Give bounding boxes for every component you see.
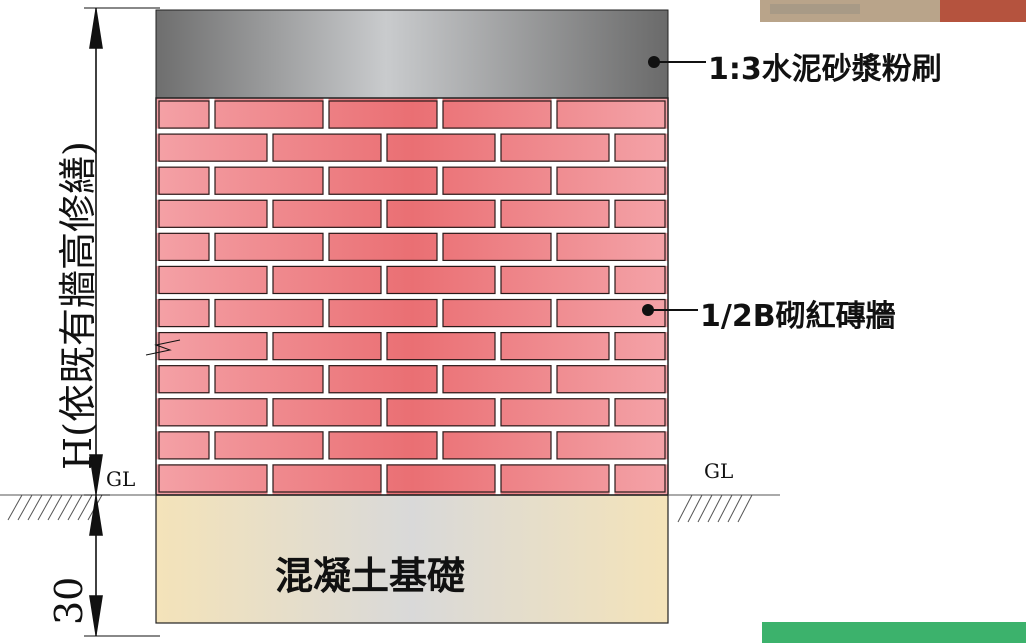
leader-plaster bbox=[648, 56, 706, 68]
brick bbox=[614, 265, 666, 295]
brick bbox=[500, 464, 610, 493]
brick-course bbox=[158, 298, 666, 328]
brick bbox=[214, 431, 324, 460]
brick bbox=[158, 199, 268, 228]
brick bbox=[328, 166, 438, 195]
brick bbox=[158, 100, 210, 129]
brick bbox=[386, 133, 496, 162]
brick bbox=[328, 100, 438, 129]
brick bbox=[158, 464, 268, 493]
brick bbox=[442, 298, 552, 328]
ground-line-right bbox=[668, 494, 780, 523]
brick bbox=[158, 265, 268, 295]
brick bbox=[556, 365, 666, 394]
brick-wall-label: 1/2B砌紅磚牆 bbox=[700, 299, 896, 334]
brick bbox=[614, 133, 666, 162]
height-dimension-label: H(依既有牆高修繕) bbox=[56, 141, 100, 470]
wall-outline bbox=[155, 97, 669, 496]
brick bbox=[158, 398, 268, 427]
brick bbox=[328, 365, 438, 394]
arrow-down-icon bbox=[89, 454, 103, 494]
brick bbox=[614, 464, 666, 493]
brick bbox=[614, 331, 666, 361]
base-dimension-label: 30 bbox=[47, 576, 91, 625]
ground-level-label-left: GL bbox=[106, 467, 136, 491]
ground-line-left bbox=[0, 494, 156, 521]
brick-course bbox=[158, 398, 666, 427]
brick-course bbox=[158, 464, 666, 493]
brick bbox=[272, 464, 382, 493]
brick bbox=[158, 133, 268, 162]
concrete-foundation bbox=[155, 494, 669, 624]
plaster-layer bbox=[155, 9, 669, 99]
brick bbox=[214, 100, 324, 129]
brick bbox=[158, 166, 210, 195]
brick bbox=[614, 398, 666, 427]
concrete-base-label: 混凝土基礎 bbox=[275, 554, 466, 598]
brick bbox=[272, 133, 382, 162]
brick-course bbox=[158, 365, 666, 394]
photo-fragment-top bbox=[760, 0, 1026, 22]
brick bbox=[214, 232, 324, 262]
brick bbox=[214, 298, 324, 328]
arrow-down-icon bbox=[89, 595, 103, 635]
brick bbox=[442, 100, 552, 129]
arrow-up-icon bbox=[89, 9, 103, 49]
brick bbox=[158, 365, 210, 394]
brick bbox=[442, 232, 552, 262]
brick bbox=[158, 431, 210, 460]
brick bbox=[272, 331, 382, 361]
brick bbox=[556, 431, 666, 460]
brick bbox=[328, 298, 438, 328]
brick bbox=[158, 232, 210, 262]
brick bbox=[386, 398, 496, 427]
photo-fragment-bottom bbox=[762, 622, 1026, 643]
brick bbox=[556, 298, 666, 328]
brick-course bbox=[158, 199, 666, 228]
brick bbox=[386, 199, 496, 228]
brick bbox=[328, 232, 438, 262]
brick bbox=[328, 431, 438, 460]
brick bbox=[500, 398, 610, 427]
ground-level-label-right: GL bbox=[704, 459, 734, 483]
mortar-joints bbox=[156, 98, 668, 495]
brick bbox=[556, 166, 666, 195]
brick bbox=[272, 199, 382, 228]
brick bbox=[500, 265, 610, 295]
arrow-up-icon bbox=[89, 496, 103, 536]
brick bbox=[158, 298, 210, 328]
brick bbox=[386, 331, 496, 361]
brick-course bbox=[158, 265, 666, 295]
brick-course bbox=[158, 100, 666, 129]
brick bbox=[272, 398, 382, 427]
brick-course bbox=[158, 232, 666, 262]
brick bbox=[442, 166, 552, 195]
brick bbox=[214, 166, 324, 195]
brick bbox=[442, 365, 552, 394]
brick bbox=[556, 100, 666, 129]
dimension-line bbox=[84, 7, 160, 637]
brick bbox=[556, 232, 666, 262]
leader-brick bbox=[642, 304, 698, 316]
brick bbox=[272, 265, 382, 295]
brick bbox=[500, 199, 610, 228]
brick bbox=[614, 199, 666, 228]
brick bbox=[386, 464, 496, 493]
break-mark bbox=[145, 339, 181, 356]
brick bbox=[214, 365, 324, 394]
brick-course bbox=[158, 133, 666, 162]
brick bbox=[500, 133, 610, 162]
brick bbox=[442, 431, 552, 460]
brick-course bbox=[158, 166, 666, 195]
brick bbox=[500, 331, 610, 361]
brick bbox=[386, 265, 496, 295]
plaster-label: 1:3水泥砂漿粉刷 bbox=[708, 52, 942, 87]
brick-course bbox=[158, 431, 666, 460]
